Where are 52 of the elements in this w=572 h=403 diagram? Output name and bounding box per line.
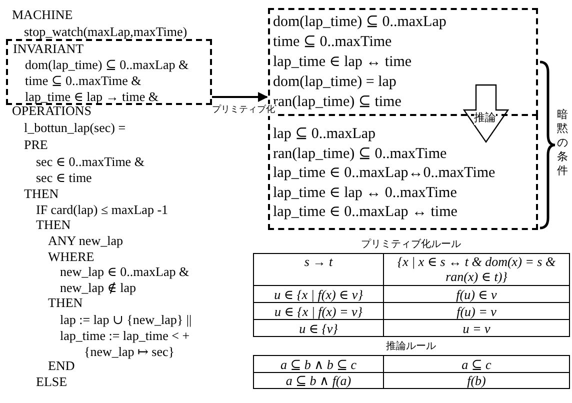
code-line: sec ∈ time [36,170,92,186]
code-line: stop_watch(maxLap,maxTime) [24,24,188,40]
table-cell: a ⊆ b ∧ b ⊆ c [254,356,384,372]
section-heading: INVARIANT [13,41,84,57]
code-line: END [48,358,75,374]
dashed-box [6,39,212,105]
code-line: lap_time := lap_time < + [60,328,190,344]
table-cell: u ∈ {x | f(x) = v} [254,302,384,320]
code-line: MACHINE [12,7,73,23]
code-line: OPERATIONS [12,103,92,119]
table-cell: f(b) [384,372,570,388]
formula: time ⊆ 0..maxTime [273,33,392,52]
code-line: ANY new_lap [48,233,123,249]
table-cell: f(u) = v [384,302,570,320]
edge-label: 推論 [474,111,496,125]
code-line: {new_lap ↦ sec} [84,344,175,360]
code-line: sec ∈ 0..maxTime & [36,154,144,170]
formula: ran(lap_time) ⊆ time [273,93,402,110]
code-line: l_bottun_lap(sec) = [24,120,126,136]
code-line: PRE [24,137,48,153]
code-line: IF card(lap) ≤ maxLap -1 [36,202,168,218]
formula: ran(lap_time) ⊆ 0..maxTime [273,144,447,164]
arrow [212,92,268,102]
formula: lap ⊆ 0..maxLap [273,125,376,144]
table-cell: u ∈ {v} [254,320,384,336]
code-line: ELSE [36,374,68,390]
table-cell: u ∈ {x | f(x) ∈ v} [254,286,384,302]
vertical-label: 暗黙の条件 [557,108,569,178]
table-cell: u = v [384,320,570,336]
table-title: 推論ルール [385,341,437,353]
code-line: THEN [24,186,59,202]
code-line: WHERE [48,249,94,265]
formula: lap_time ∈ lap ↔ time [273,53,412,72]
code-line: THEN [36,217,71,233]
formula: dom(lap_time) ⊆ 0..maxLap [273,13,446,32]
code-line: lap := lap ∪ {new_lap} || [60,312,192,328]
code-line: THEN [48,295,83,311]
formula: lap_time ∈ lap ↔ 0..maxTime [273,184,457,202]
code-line: new_lap ∈ 0..maxLap & [60,264,190,280]
table-cell: a ⊆ b ∧ f(a) [254,372,384,388]
formula: dom(lap_time) ⊆ 0..maxLap & [24,57,189,73]
code-line: new_lap ∉ lap [60,280,136,296]
formula: lap_time ∈ lap → time & [24,89,158,105]
formula: lap_time ∈ 0..maxLap↔0..maxTime [273,164,496,183]
table-cell: f(u) ∈ v [384,286,570,302]
table-title: プリミティブ化ルール [360,239,462,251]
edge-label: プリミティブ化 [212,104,275,116]
formula: dom(lap_time) = lap [273,73,396,92]
table-cell: s → t [254,254,384,286]
formula: lap_time ∈ 0..maxLap ↔ time [273,203,458,222]
table-cell: a ⊆ c [384,356,570,372]
formula: time ⊆ 0..maxTime & [24,73,142,89]
